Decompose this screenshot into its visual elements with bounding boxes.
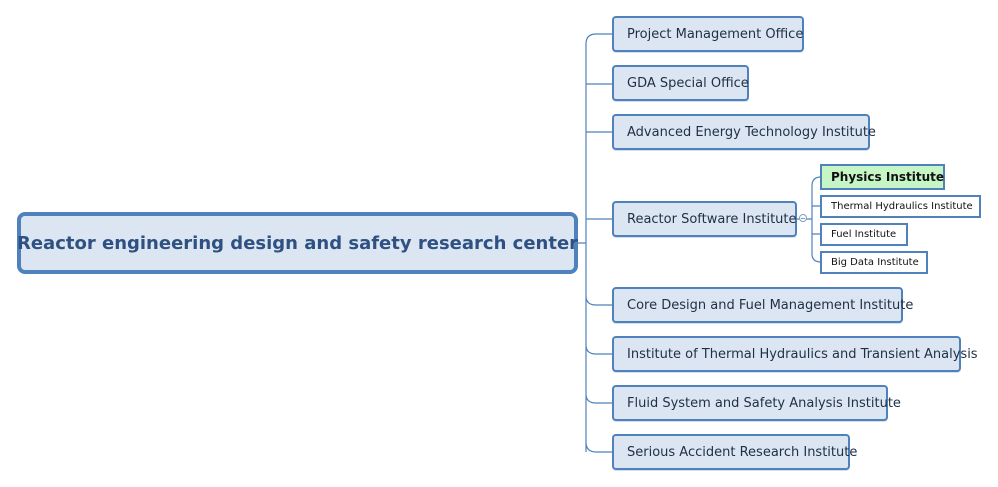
branch-project-management-office[interactable]: Project Management Office	[612, 16, 804, 52]
collapse-toggle-icon[interactable]	[799, 214, 807, 222]
branch-thermal-hydraulics-transient-analysis[interactable]: Institute of Thermal Hydraulics and Tran…	[612, 336, 978, 372]
branch-gda-special-office[interactable]: GDA Special Office	[612, 65, 749, 101]
subtopic-physics-institute[interactable]: Physics Institute	[820, 164, 945, 190]
branch-fluid-system-safety-analysis-institute[interactable]: Fluid System and Safety Analysis Institu…	[612, 385, 901, 421]
branch-serious-accident-research-institute[interactable]: Serious Accident Research Institute	[612, 434, 857, 470]
subtopic-thermal-hydraulics-institute[interactable]: Thermal Hydraulics Institute	[820, 195, 981, 218]
subtopic-fuel-institute[interactable]: Fuel Institute	[820, 223, 908, 246]
branch-reactor-software-institute[interactable]: Reactor Software Institute	[612, 201, 797, 237]
branch-advanced-energy-technology-institute[interactable]: Advanced Energy Technology Institute	[612, 114, 876, 150]
connector-trunk	[578, 33, 612, 453]
root-node[interactable]: Reactor engineering design and safety re…	[17, 212, 578, 274]
branch-core-design-fuel-management-institute[interactable]: Core Design and Fuel Management Institut…	[612, 287, 913, 323]
subtopic-big-data-institute[interactable]: Big Data Institute	[820, 251, 928, 274]
